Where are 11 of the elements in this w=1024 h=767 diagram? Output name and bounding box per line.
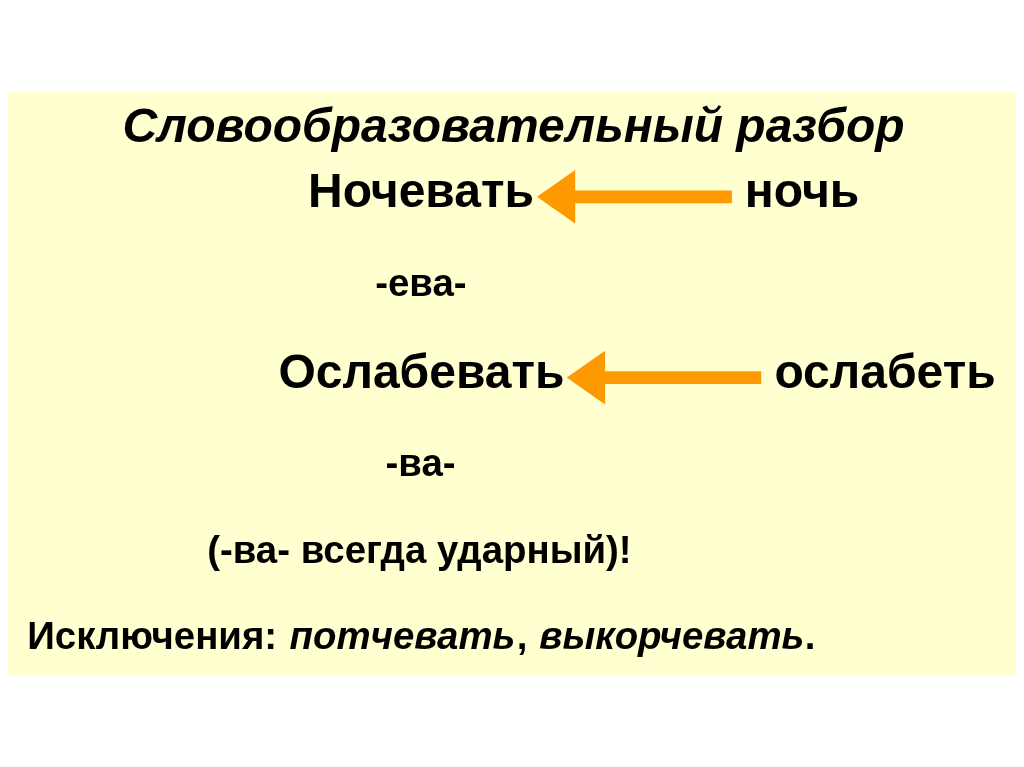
label: Исключения: потчевать, выкорчевать. — [27, 613, 816, 657]
label: -ева- — [375, 260, 467, 304]
node-text: Ослабевать — [278, 344, 565, 398]
node-text: Ночевать — [308, 163, 534, 217]
node-text: ночь — [744, 163, 860, 217]
arrow — [536, 169, 732, 224]
diagram-title: Словообразовательный разбор — [122, 98, 905, 152]
arrow — [566, 350, 762, 404]
label: -ва- — [385, 440, 456, 484]
node-text: ослабеть — [774, 344, 996, 398]
label: (-ва- всегда ударный)! — [207, 527, 632, 571]
